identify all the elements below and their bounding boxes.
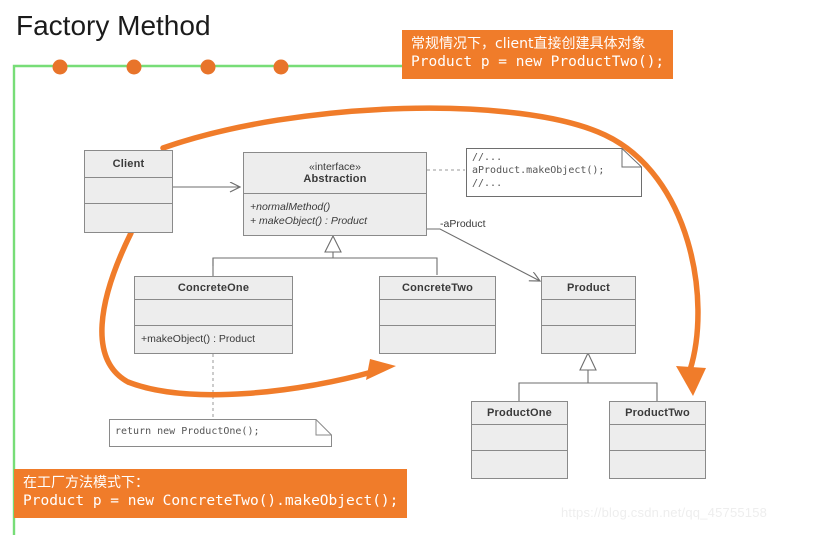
note-line: return new ProductOne(); (115, 426, 260, 437)
class-name: ProductOne (487, 407, 552, 420)
class-name: ProductTwo (625, 407, 690, 420)
class-title-compartment: ProductTwo (610, 402, 705, 426)
gen-abstraction-triangle (324, 234, 342, 253)
class-operations-compartment (85, 204, 172, 232)
class-title-compartment: ProductOne (472, 402, 567, 426)
gen-product-tree (518, 382, 658, 401)
frame-dot-4 (273, 59, 289, 75)
uml-class-product-two[interactable]: ProductTwo (609, 401, 706, 479)
link-abstraction-product (427, 228, 540, 281)
note-line: //... (472, 152, 503, 163)
class-attributes-compartment (135, 300, 292, 326)
class-title-compartment: Client (85, 151, 172, 178)
note-line: aProduct.makeObject(); (472, 165, 605, 177)
callout-bottom-line1: 在工厂方法模式下： (23, 475, 149, 491)
class-member: + makeObject() : Product (250, 214, 368, 227)
class-title-compartment: ConcreteOne (135, 277, 292, 301)
class-name: Product (567, 282, 610, 295)
class-attributes-compartment (542, 300, 635, 326)
class-stereotype: «interface» (309, 161, 361, 173)
class-attributes-compartment (85, 178, 172, 205)
class-name: Client (112, 157, 145, 170)
note-text: //...aProduct.makeObject();//... (472, 151, 604, 191)
gen-abstraction-tree (212, 257, 438, 275)
class-attributes-compartment (472, 425, 567, 451)
class-operations-compartment: +makeObject() : Product (135, 326, 292, 353)
note-shape (466, 148, 642, 197)
callout-top: 常规情况下，client直接创建具体对象 Product p = new Pro… (402, 30, 674, 79)
class-operations-compartment (380, 326, 495, 353)
orange-arrowhead-concrete-two (366, 359, 396, 380)
class-attributes-compartment (610, 425, 705, 451)
uml-note-abstraction: //...aProduct.makeObject();//... (466, 148, 642, 197)
frame-dot-2 (126, 59, 142, 75)
class-name: Abstraction (303, 173, 367, 185)
uml-class-client[interactable]: Client (84, 150, 173, 233)
class-operations-compartment (610, 451, 705, 478)
orange-arrowhead-product-two (676, 366, 706, 396)
class-title-compartment: Product (542, 277, 635, 301)
uml-class-product[interactable]: Product (541, 276, 636, 354)
uml-class-abstraction[interactable]: «interface» Abstraction +normalMethod() … (243, 152, 427, 236)
callout-top-line1: 常规情况下，client直接创建具体对象 (411, 36, 646, 52)
uml-class-product-one[interactable]: ProductOne (471, 401, 568, 479)
callout-bottom-line2: Product p = new ConcreteTwo().makeObject… (23, 493, 399, 510)
assoc-role-label: -aProduct (440, 218, 486, 230)
note-line: //... (472, 178, 503, 190)
note-shape (109, 419, 332, 447)
watermark: https://blog.csdn.net/qq_45755158 (561, 505, 768, 520)
class-attributes-compartment (380, 300, 495, 326)
uml-note-concrete-one: return new ProductOne(); (109, 419, 332, 447)
frame-dot-3 (200, 59, 216, 75)
class-name: ConcreteOne (177, 282, 250, 295)
class-name: ConcreteTwo (401, 282, 474, 295)
class-operations-compartment (542, 326, 635, 353)
callout-top-line2: Product p = new ProductTwo(); (411, 54, 665, 71)
page-title: Factory Method (16, 10, 211, 41)
callout-bottom: 在工厂方法模式下： Product p = new ConcreteTwo().… (14, 469, 408, 518)
class-operations-compartment: +normalMethod() + makeObject() : Product (244, 194, 426, 235)
class-title-compartment: ConcreteTwo (380, 277, 495, 301)
class-member: +normalMethod() (250, 201, 331, 214)
class-operations-compartment (472, 451, 567, 478)
frame-dot-1 (52, 59, 68, 75)
note-text: return new ProductOne(); (115, 425, 260, 438)
uml-class-concrete-two[interactable]: ConcreteTwo (379, 276, 496, 354)
uml-class-concrete-one[interactable]: ConcreteOne +makeObject() : Product (134, 276, 293, 354)
gen-product-triangle (579, 351, 597, 371)
class-member: +makeObject() : Product (141, 332, 256, 345)
class-title-compartment: «interface» Abstraction (244, 153, 426, 195)
